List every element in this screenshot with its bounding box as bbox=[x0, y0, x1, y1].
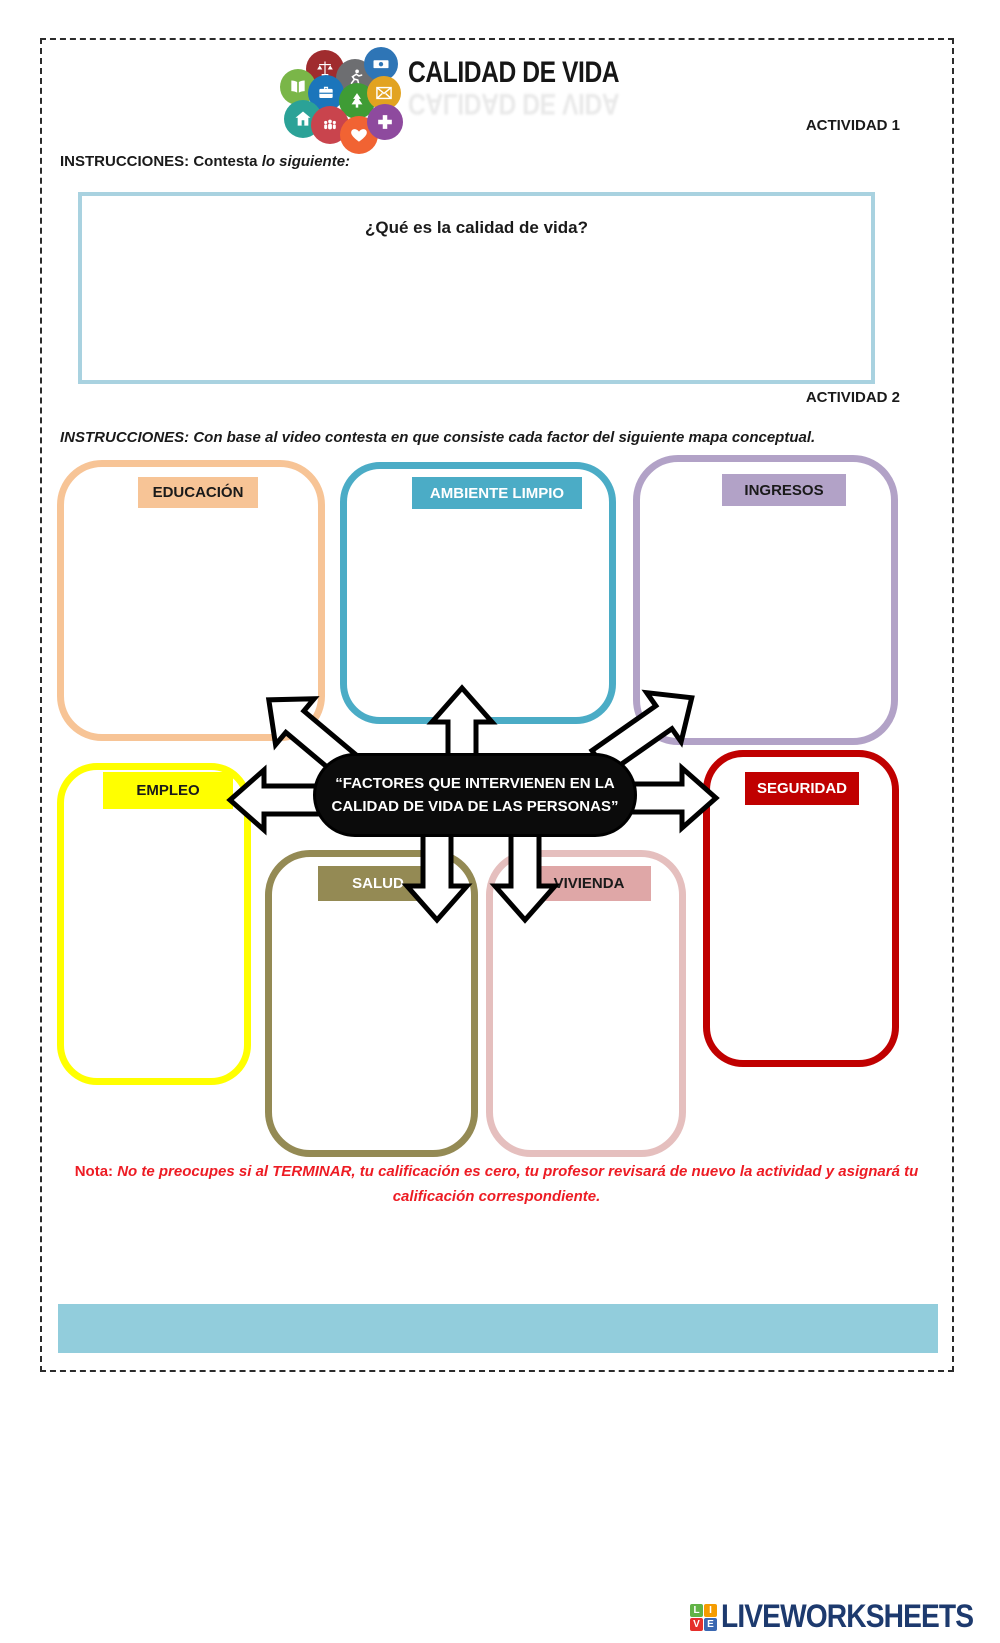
factor-label-educacion: EDUCACIÓN bbox=[138, 477, 258, 508]
factor-label-empleo: EMPLEO bbox=[103, 772, 233, 809]
center-node-line2: CALIDAD DE VIDA DE LAS PERSONAS” bbox=[331, 798, 619, 815]
grid-letter-v: V bbox=[690, 1618, 703, 1631]
question-title: ¿Qué es la calidad de vida? bbox=[365, 218, 588, 237]
activity-1-tag: ACTIVIDAD 1 bbox=[805, 117, 900, 134]
concept-map-arrows bbox=[226, 684, 720, 924]
factor-label-ambiente-limpio: AMBIENTE LIMPIO bbox=[412, 477, 582, 509]
quality-of-life-logo bbox=[272, 45, 407, 155]
arrow-up-icon bbox=[426, 684, 498, 765]
question-answer-area[interactable]: ¿Qué es la calidad de vida? bbox=[78, 192, 875, 384]
arrow-down-right-icon bbox=[489, 829, 561, 924]
liveworksheets-logo[interactable]: L I V E LIVEWORKSHEETS bbox=[690, 1596, 1000, 1642]
grid-letter-e: E bbox=[704, 1618, 717, 1631]
medical-cross-icon bbox=[367, 104, 403, 140]
arrow-right-icon bbox=[627, 762, 720, 834]
concept-map-center-node: “FACTORES QUE INTERVIENEN EN LA CALIDAD … bbox=[313, 753, 637, 837]
page-title: CALIDAD DE VIDA bbox=[408, 56, 620, 89]
instructions-activity-2: INSTRUCCIONES: Con base al video contest… bbox=[60, 429, 816, 446]
instructions-activity-1: INSTRUCCIONES: Contesta lo siguiente: bbox=[60, 153, 351, 170]
liveworksheets-wordmark: LIVEWORKSHEETS bbox=[721, 1598, 974, 1634]
money-icon bbox=[364, 47, 398, 81]
factor-box-empleo[interactable] bbox=[57, 763, 251, 1085]
arrow-down-left-icon bbox=[401, 829, 473, 924]
liveworksheets-grid-icon: L I V E bbox=[690, 1604, 718, 1632]
activity-2-tag: ACTIVIDAD 2 bbox=[805, 389, 900, 406]
grid-letter-l: L bbox=[690, 1604, 703, 1617]
page-dashed-border bbox=[40, 38, 954, 1372]
center-node-line1: “FACTORES QUE INTERVIENEN EN LA bbox=[335, 774, 615, 792]
factor-label-seguridad: SEGURIDAD bbox=[745, 772, 859, 805]
arrow-left-icon bbox=[226, 764, 323, 836]
factor-label-ingresos: INGRESOS bbox=[722, 474, 846, 506]
factor-box-seguridad[interactable] bbox=[703, 750, 899, 1067]
page-title-reflection: CALIDAD DE VIDA bbox=[408, 87, 620, 120]
footer-bar bbox=[58, 1304, 938, 1353]
grid-letter-i: I bbox=[704, 1604, 717, 1617]
grading-note: Nota: No te preocupes si al TERMINAR, tu… bbox=[74, 1163, 919, 1205]
